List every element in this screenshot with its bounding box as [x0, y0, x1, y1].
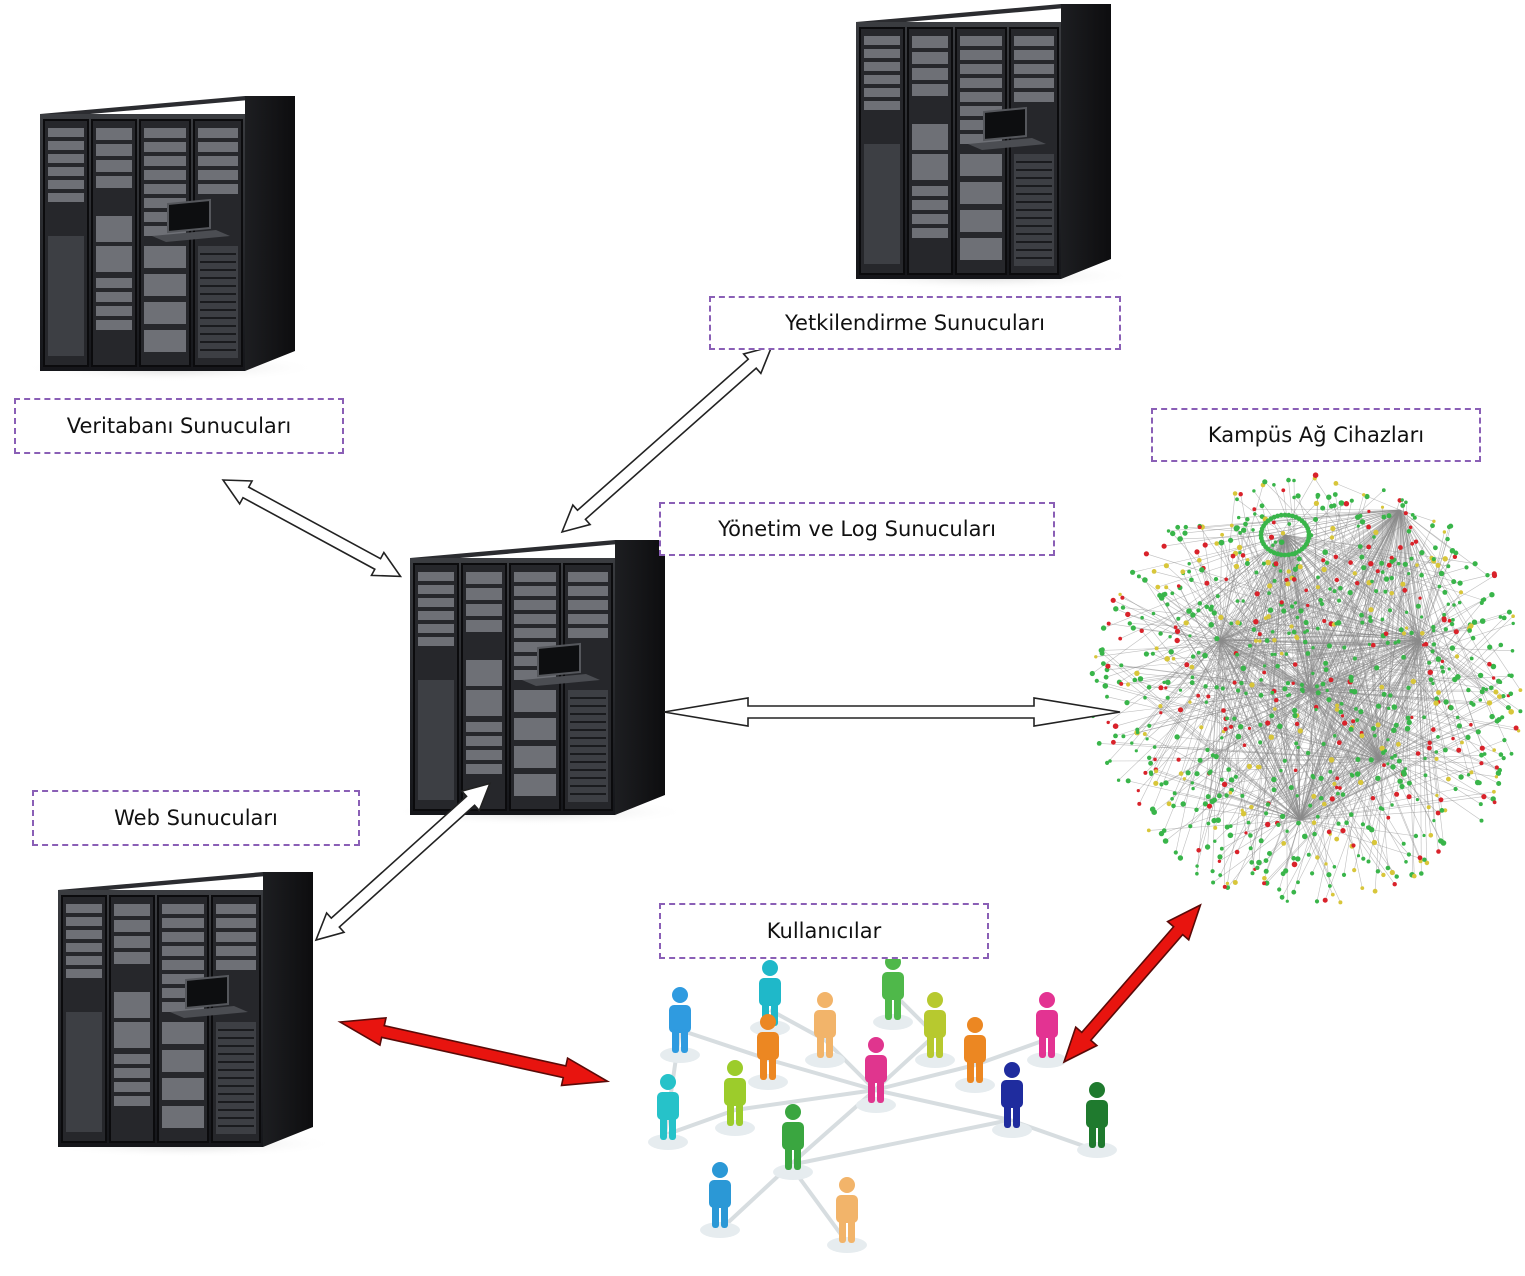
label-kampus-text: Kampüs Ağ Cihazları — [1207, 423, 1425, 447]
label-yetkilendirme-sunuculari: Yetkilendirme Sunucuları — [709, 296, 1121, 350]
label-yonetim-text: Yönetim ve Log Sunucuları — [718, 517, 996, 541]
network-graph-icon — [1089, 472, 1523, 905]
label-web-text: Web Sunucuları — [114, 806, 278, 830]
arrow-veritabani-yonetim — [221, 479, 403, 578]
users-network-icon — [648, 954, 1117, 1253]
arrow-web-yonetim — [314, 782, 492, 942]
label-yonetim-log-sunuculari: Yönetim ve Log Sunucuları — [659, 502, 1055, 556]
arrow-kullanicilar-kampus — [1062, 903, 1202, 1064]
web-server-rack-icon — [37, 871, 339, 1159]
veritabani-server-rack-icon — [19, 95, 321, 383]
arrows — [221, 345, 1202, 1087]
label-web-sunuculari: Web Sunucuları — [32, 790, 360, 846]
yonetim-server-rack-icon — [389, 539, 691, 827]
label-veritabani-sunuculari: Veritabanı Sunucuları — [14, 398, 344, 454]
label-kullanicilar: Kullanıcılar — [659, 903, 989, 959]
arrow-web-kullanicilar — [337, 1016, 611, 1087]
label-kampus-ag-cihazlari: Kampüs Ağ Cihazları — [1151, 408, 1481, 462]
arrow-yonetim-kampus — [663, 697, 1121, 727]
yetkilendirme-server-rack-icon — [835, 3, 1137, 291]
label-yetkilendirme-text: Yetkilendirme Sunucuları — [784, 311, 1046, 335]
label-veritabani-text: Veritabanı Sunucuları — [66, 414, 292, 438]
label-kullanicilar-text: Kullanıcılar — [766, 919, 882, 943]
